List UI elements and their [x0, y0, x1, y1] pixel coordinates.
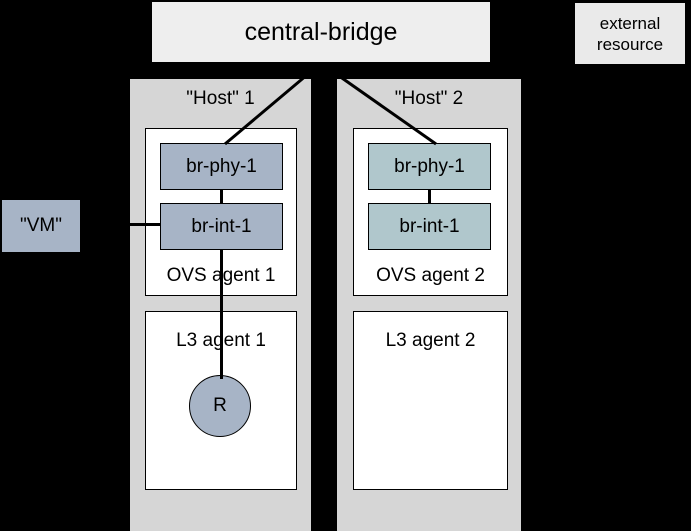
br-int-1-host-1: br-int-1 [160, 203, 283, 250]
router-node-host-1: R [189, 375, 251, 437]
link-br-phy-to-br-int-host-1 [220, 189, 223, 204]
br-phy-1-host-2: br-phy-1 [368, 143, 491, 190]
external-resource-line-1: external [599, 13, 661, 33]
link-br-phy-to-br-int-host-2 [428, 189, 431, 204]
link-br-int-to-router-host-1 [220, 249, 223, 379]
br-phy-1-host-1: br-phy-1 [160, 143, 283, 190]
l3-agent-2-label: L3 agent 2 [385, 330, 476, 351]
ovs-agent-2-label: OVS agent 2 [376, 265, 485, 286]
vm-node: "VM" [2, 200, 80, 252]
host-2-title: "Host" 2 [394, 88, 464, 109]
host-1-title: "Host" 1 [186, 88, 255, 109]
external-resource-node: external resource [575, 3, 685, 64]
br-int-1-host-2: br-int-1 [368, 203, 491, 250]
central-bridge-node: central-bridge [152, 2, 490, 62]
link-vm-to-br-int-1 [80, 223, 161, 226]
l3-agent-2-section: L3 agent 2 [353, 311, 508, 490]
external-resource-line-2: resource [596, 34, 664, 54]
